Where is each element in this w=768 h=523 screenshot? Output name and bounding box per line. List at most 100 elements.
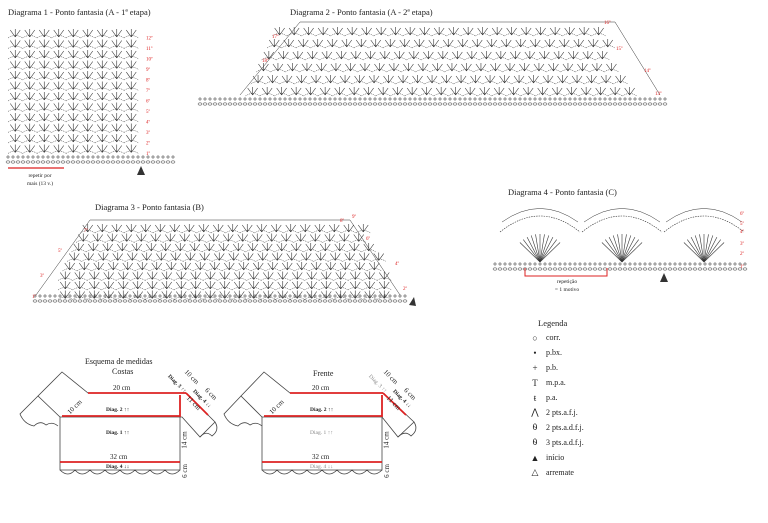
legend-item-slip: •p.bx. bbox=[528, 345, 584, 360]
diagram-4-repeat-count: = 1 motivo bbox=[554, 287, 580, 293]
front-measure-20: 20 cm bbox=[312, 384, 330, 392]
end-arrow-icon: △ bbox=[531, 467, 539, 477]
row-number: 5º bbox=[58, 248, 63, 254]
schema-back-title: Costas bbox=[112, 367, 134, 376]
legend-item-cluster3: ⍬3 pts.a.d.f.j. bbox=[528, 435, 583, 450]
row-number: 1º bbox=[146, 151, 151, 157]
row-number: 10º bbox=[146, 57, 153, 63]
row-number: 16º bbox=[604, 20, 611, 26]
diagram-4-title: Diagrama 4 - Ponto fantasia (C) bbox=[508, 187, 617, 197]
decrease-2-icon: ⋀ bbox=[531, 407, 539, 417]
diagram-1-repeat-note: repetir por bbox=[28, 173, 52, 179]
diagram-4-repeat-bracket bbox=[524, 268, 608, 277]
diagram-2-base-row bbox=[197, 97, 668, 106]
row-number: 18º bbox=[262, 58, 269, 64]
back-diag-2: Diag. 2 ↑↑ bbox=[106, 407, 130, 413]
diagram-4-stitches bbox=[499, 208, 745, 263]
diagram-2-stitches bbox=[245, 27, 638, 97]
row-number: 2º bbox=[740, 251, 745, 257]
row-number: 6º bbox=[146, 99, 151, 105]
front-diag-4-bottom: Diag. 4 ↓↓ bbox=[310, 464, 334, 470]
row-number: 11º bbox=[146, 46, 153, 52]
diagram-4-row-numbers: 1º 2º 3º 4º 5º 6º bbox=[740, 211, 745, 270]
legend-title: Legenda bbox=[538, 318, 568, 328]
row-number: 4º bbox=[146, 120, 151, 126]
back-measure-20: 20 cm bbox=[113, 384, 131, 392]
back-measure-14: 14 cm bbox=[180, 431, 189, 449]
row-number: 1º bbox=[740, 264, 745, 270]
legend-item-start: ▲início bbox=[528, 450, 584, 465]
diagram-4-repeat-note: repetição bbox=[556, 279, 578, 285]
slip-stitch-icon: • bbox=[533, 347, 537, 358]
single-crochet-icon: + bbox=[532, 362, 538, 373]
back-measure-32: 32 cm bbox=[110, 453, 128, 461]
row-number: 6º bbox=[740, 211, 745, 217]
diagram-1-repeat-count: mais (13 v.) bbox=[26, 181, 54, 187]
row-number: 8º bbox=[146, 78, 151, 84]
row-number: 3º bbox=[146, 130, 151, 136]
schema-title: Esquema de medidas bbox=[85, 357, 153, 366]
row-number: 12º bbox=[146, 36, 153, 42]
row-number: 4º bbox=[395, 261, 400, 267]
diagram-1-title: Diagrama 1 - Ponto fantasia (A - 1ª etap… bbox=[8, 7, 151, 17]
back-diag-4-bottom: Diag. 4 ↓↓ bbox=[106, 464, 130, 470]
row-number: 9º bbox=[146, 67, 151, 73]
row-number: 3º bbox=[740, 241, 745, 247]
diagram-3-stitches bbox=[57, 224, 392, 300]
diagram-3-row-numbers: 1º 2º 3º 4º 5º 6º 7º 8º 9º bbox=[32, 214, 408, 300]
diagram-1-base-row bbox=[5, 155, 176, 164]
front-measure-32: 32 cm bbox=[312, 453, 330, 461]
cluster-2-icon: ⍬ bbox=[532, 422, 538, 432]
diagram-3-base-row bbox=[32, 294, 408, 303]
row-number: 5º bbox=[740, 221, 745, 227]
row-number: 17º bbox=[272, 34, 279, 40]
diagram-3-title: Diagrama 3 - Ponto fantasia (B) bbox=[95, 202, 204, 212]
back-diag-1: Diag. 1 ↑↑ bbox=[106, 430, 130, 436]
row-number: 2º bbox=[403, 286, 408, 292]
row-number: 8º bbox=[340, 218, 345, 224]
diagram-4-base-row bbox=[492, 262, 748, 271]
diagram-2-title: Diagrama 2 - Ponto fantasia (A - 2ª etap… bbox=[290, 7, 433, 17]
front-diag-1: Diag. 1 ↑↑ bbox=[310, 430, 334, 436]
legend-item-dec2: ⋀2 pts.a.f.j. bbox=[528, 405, 584, 420]
diagram-3-start-arrow bbox=[409, 297, 416, 306]
diagram-2-outline bbox=[239, 21, 661, 96]
row-number: 6º bbox=[366, 236, 371, 242]
front-diag-2: Diag. 2 ↑↑ bbox=[310, 407, 334, 413]
row-number: 15º bbox=[616, 46, 623, 52]
front-red-lines bbox=[262, 392, 407, 463]
row-number: 13º bbox=[655, 91, 662, 97]
diagram-2-row-numbers: 13º 14º 15º 16º 17º 18º bbox=[262, 20, 662, 97]
schema-front-title: Frente bbox=[313, 369, 334, 378]
diagram-3-outline bbox=[35, 219, 401, 296]
row-number: 5º bbox=[146, 109, 151, 115]
row-number: 3º bbox=[40, 273, 45, 279]
half-double-icon: T bbox=[532, 377, 538, 388]
row-number: 2º bbox=[146, 141, 151, 147]
double-crochet-icon: ŧ bbox=[533, 392, 537, 403]
diagram-4-start-arrow bbox=[660, 273, 668, 282]
row-number: 4º bbox=[740, 229, 745, 235]
diagram-1-start-arrow bbox=[137, 166, 145, 175]
legend-item-chain: ○corr. bbox=[528, 330, 584, 345]
back-red-lines bbox=[60, 392, 209, 463]
front-measure-6-bottom: 6 cm bbox=[382, 464, 391, 478]
front-measure-14: 14 cm bbox=[382, 431, 391, 449]
row-number: 9º bbox=[352, 214, 357, 220]
legend-item-cluster2: ⍬2 pts.a.d.f.j. bbox=[528, 420, 583, 435]
row-number: 1º bbox=[32, 294, 37, 300]
row-number: 7º bbox=[84, 228, 89, 234]
cluster-3-icon: ⍬ bbox=[532, 437, 538, 447]
chain-icon: ○ bbox=[532, 332, 538, 343]
legend-item-end: △arremate bbox=[528, 465, 584, 480]
legend-item-single: +p.b. bbox=[528, 360, 584, 375]
back-measure-6-bottom: 6 cm bbox=[180, 464, 189, 478]
start-arrow-icon: ▲ bbox=[530, 452, 540, 463]
row-number: 7º bbox=[146, 88, 151, 94]
row-number: 14º bbox=[644, 68, 651, 74]
